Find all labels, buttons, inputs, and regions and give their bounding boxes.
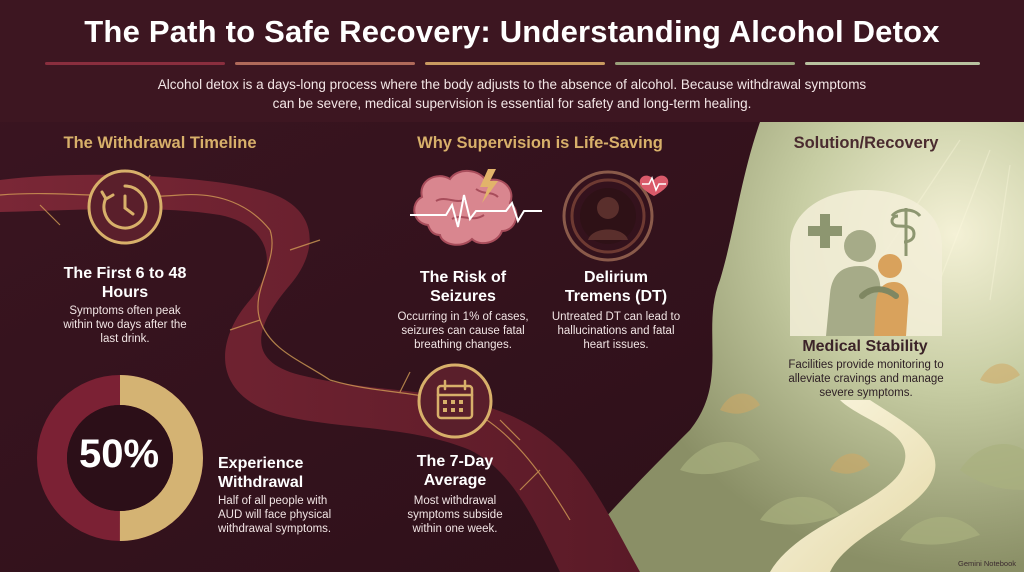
stability-heading: Medical Stability [802, 338, 928, 355]
section-heading-recovery: Solution/Recovery [793, 134, 939, 152]
dt-heading: Delirium Tremens (DT) [564, 269, 668, 305]
section-heading-timeline: The Withdrawal Timeline [63, 134, 257, 152]
first-48-body: Symptoms often peak within two days afte… [63, 305, 187, 345]
footer-brand: Gemini Notebook [958, 559, 1016, 568]
first-48-heading: The First 6 to 48 Hours [63, 265, 187, 301]
donut-center [67, 405, 173, 511]
experience-heading: Experience Withdrawal [218, 455, 304, 491]
stability-body: Facilities provide monitoring to allevia… [788, 359, 944, 399]
seven-day-heading: The 7-Day Average [416, 453, 494, 489]
section-heading-supervision: Why Supervision is Life-Saving [417, 134, 663, 152]
brain-icon [410, 169, 542, 246]
caregiver-illustration [790, 190, 942, 336]
intro-text: Alcohol detox is a days-long process whe… [157, 77, 867, 111]
calendar-icon [417, 363, 493, 439]
delirium-figure-icon [562, 170, 669, 262]
seven-day-body: Most withdrawal symptoms subside within … [407, 495, 503, 535]
donut-fill-segment [37, 375, 203, 541]
seizures-heading: The Risk of Seizures [419, 269, 507, 305]
seizures-body: Occurring in 1% of cases, seizures can c… [397, 311, 529, 351]
dt-body: Untreated DT can lead to hallucinations … [551, 311, 681, 351]
withdrawal-donut-chart [37, 375, 203, 541]
withdrawal-stat: 50% [78, 432, 160, 476]
clock-icon [87, 169, 163, 245]
page-title: The Path to Safe Recovery: Understanding… [84, 14, 940, 49]
experience-body: Half of all people with AUD will face ph… [218, 495, 332, 535]
